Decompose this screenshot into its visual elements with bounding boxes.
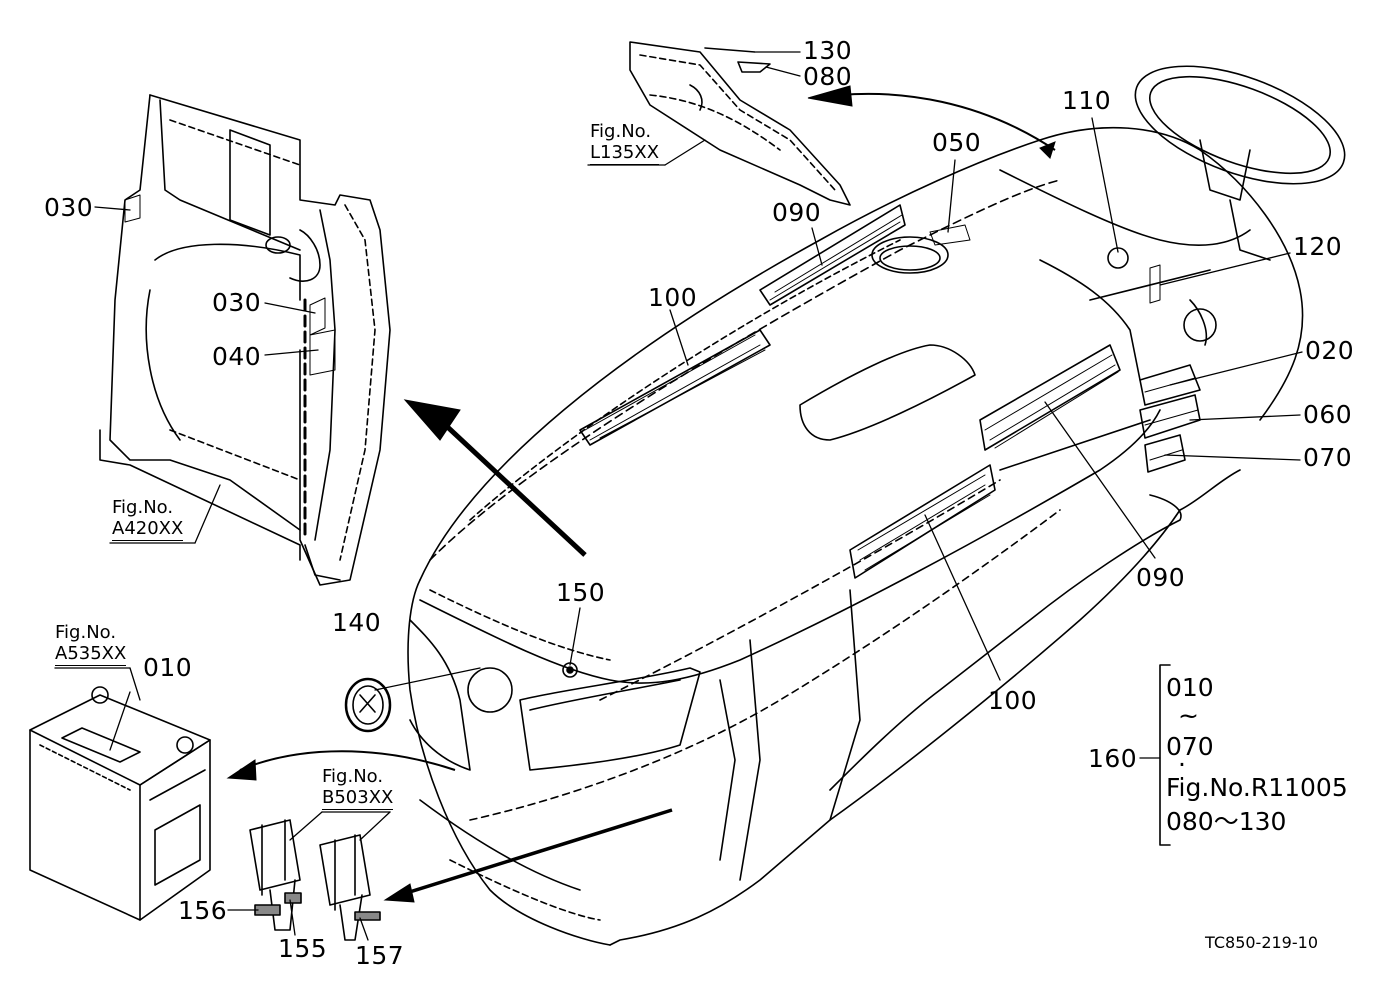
label-160: 160 [1088,744,1138,773]
label-110: 110 [1062,86,1112,115]
label-060: 060 [1303,400,1353,429]
leader-lines [54,51,1303,941]
label-120: 120 [1293,232,1343,261]
label-080: 080 [803,62,853,91]
figref-l135xx: Fig.No. L135XX [590,121,660,166]
label-100-side: 100 [988,686,1038,715]
decal-hatching [124,194,1199,571]
label-030-top: 030 [44,193,94,222]
direction-arrows [226,85,1056,903]
legend-from: 010 [1166,673,1214,702]
label-020: 020 [1305,336,1355,365]
label-156: 156 [178,896,228,925]
figref-a420xx: Fig.No. A420XX [112,497,184,542]
label-070: 070 [1303,443,1353,472]
legend-fig: Fig.No.R11005 [1166,773,1348,802]
legend-range: 080〜130 [1166,807,1287,836]
label-030-panel: 030 [212,288,262,317]
label-050: 050 [932,128,982,157]
emblem [344,662,578,733]
figref-a535xx: Fig.No. A535XX [55,622,127,667]
label-090-top: 090 [772,198,822,227]
label-130: 130 [803,36,853,65]
side-cover-panel [99,94,391,586]
connector-parts [249,819,381,941]
label-155: 155 [278,934,328,963]
label-140: 140 [332,608,382,637]
upper-cover-part [629,41,851,206]
battery [29,686,211,921]
figref-b503xx: Fig.No. B503XX [322,766,394,811]
legend-tilde: ~ [1178,701,1199,730]
legend-dot: · [1178,750,1186,779]
drawing-code: TC850-219-10 [1205,933,1318,952]
label-040: 040 [212,342,262,371]
legend-bracket [1159,664,1171,846]
label-100-top: 100 [648,283,698,312]
label-157: 157 [355,941,405,970]
hood-body-outline [407,65,1346,946]
label-150: 150 [556,578,606,607]
label-010: 010 [143,653,193,682]
legend-to: 070 [1166,732,1214,761]
label-090-side: 090 [1136,563,1186,592]
